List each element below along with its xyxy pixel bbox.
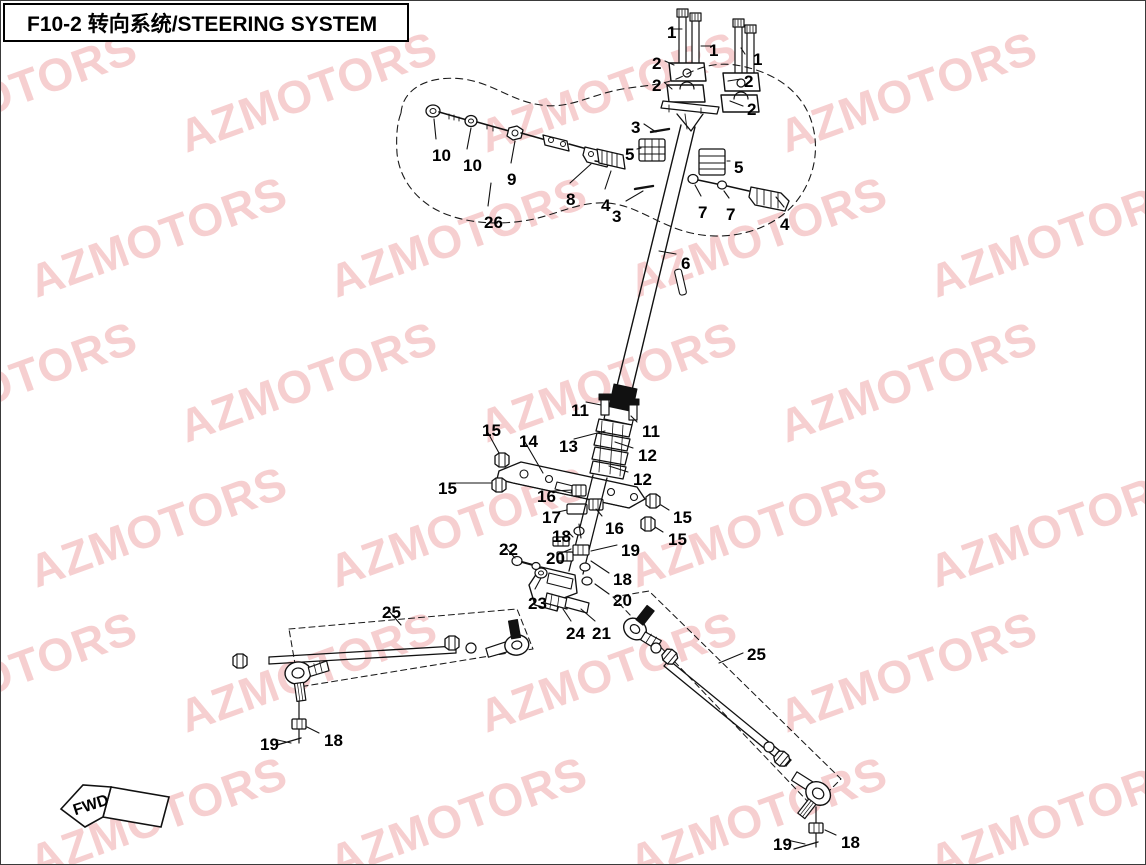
- callout-number-24[interactable]: 24: [566, 624, 585, 643]
- page-title: F10-2 转向系统/STEERING SYSTEM: [27, 12, 378, 36]
- callout-number-1[interactable]: 1: [709, 41, 719, 60]
- callout-number-11[interactable]: 11: [571, 401, 589, 420]
- callout-number-19[interactable]: 19: [773, 835, 792, 854]
- callout-number-18[interactable]: 18: [613, 570, 632, 589]
- callout-number-7[interactable]: 7: [726, 205, 736, 224]
- callout-number-18[interactable]: 18: [552, 527, 571, 546]
- callout-number-12[interactable]: 12: [633, 470, 652, 489]
- callout-number-17[interactable]: 17: [542, 508, 561, 527]
- callout-number-10[interactable]: 10: [463, 156, 482, 175]
- callout-number-2[interactable]: 2: [747, 100, 757, 119]
- callout-number-4[interactable]: 4: [601, 196, 611, 215]
- callout-number-19[interactable]: 19: [621, 541, 640, 560]
- callout-number-20[interactable]: 20: [613, 591, 632, 610]
- callout-number-15[interactable]: 15: [438, 479, 457, 498]
- callout-number-1[interactable]: 1: [753, 50, 763, 69]
- callout-number-5[interactable]: 5: [625, 145, 635, 164]
- callout-number-16[interactable]: 16: [537, 487, 556, 506]
- callout-number-13[interactable]: 13: [559, 437, 578, 456]
- callout-number-11[interactable]: 11: [642, 422, 660, 441]
- callout-number-4[interactable]: 4: [780, 215, 790, 234]
- callout-number-20[interactable]: 20: [546, 549, 565, 568]
- callout-number-15[interactable]: 15: [482, 421, 501, 440]
- callout-number-23[interactable]: 23: [528, 594, 547, 613]
- callout-number-19[interactable]: 19: [260, 735, 279, 754]
- callout-number-18[interactable]: 18: [841, 833, 860, 852]
- callout-number-6[interactable]: 6: [681, 254, 691, 273]
- callout-number-7[interactable]: 7: [698, 203, 708, 222]
- callout-number-15[interactable]: 15: [673, 508, 692, 527]
- diagram-title-box: F10-2 转向系统/STEERING SYSTEM: [3, 3, 409, 42]
- callout-number-8[interactable]: 8: [566, 190, 576, 209]
- fwd-arrow-icon: [59, 784, 170, 828]
- callout-number-3[interactable]: 3: [612, 207, 622, 226]
- callout-number-2[interactable]: 2: [652, 54, 662, 73]
- callout-number-26[interactable]: 26: [484, 213, 503, 232]
- callout-number-2[interactable]: 2: [744, 72, 754, 91]
- callout-number-21[interactable]: 21: [592, 624, 611, 643]
- callout-number-10[interactable]: 10: [432, 146, 451, 165]
- callout-number-22[interactable]: 22: [499, 540, 518, 559]
- callout-number-14[interactable]: 14: [519, 432, 538, 451]
- callout-number-18[interactable]: 18: [324, 731, 343, 750]
- callout-number-15[interactable]: 15: [668, 530, 687, 549]
- callout-number-25[interactable]: 25: [382, 603, 401, 622]
- callout-number-1[interactable]: 1: [667, 23, 677, 42]
- callout-number-9[interactable]: 9: [507, 170, 517, 189]
- callout-number-25[interactable]: 25: [747, 645, 766, 664]
- callout-number-5[interactable]: 5: [734, 158, 744, 177]
- callout-number-3[interactable]: 3: [631, 118, 641, 137]
- callout-number-2[interactable]: 2: [652, 76, 662, 95]
- callout-number-16[interactable]: 16: [605, 519, 624, 538]
- callout-number-12[interactable]: 12: [638, 446, 657, 465]
